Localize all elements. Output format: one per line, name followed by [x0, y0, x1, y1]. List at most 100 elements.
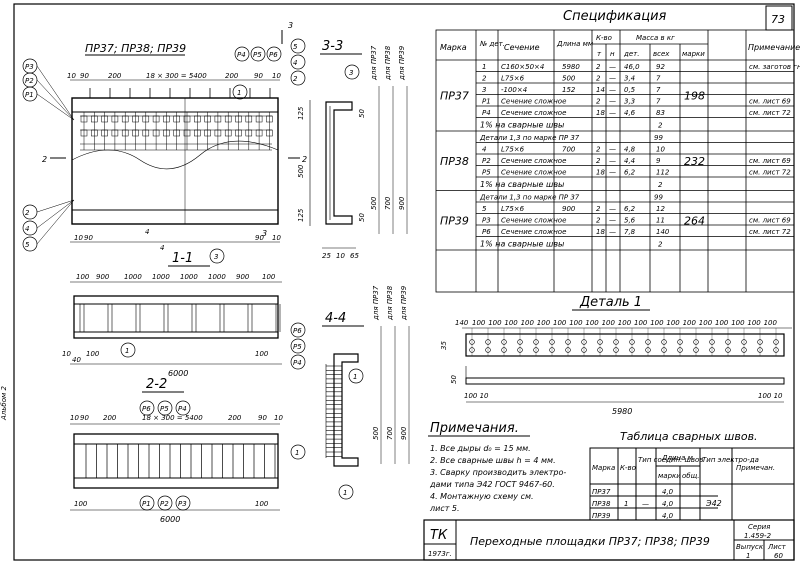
- dim-text: 100: [504, 319, 518, 327]
- spec-mass-mark: 232: [684, 155, 705, 168]
- cut-mark: 2: [302, 155, 307, 164]
- weld-table: Таблица сварных швов. Марка К-во Тип сое…: [589, 430, 795, 521]
- weld-mark: ПР39: [592, 512, 611, 520]
- section-title: 4-4: [325, 311, 346, 326]
- dim-text: 18 × 300 = 5400: [146, 72, 207, 80]
- variant-label: для ПР39: [398, 45, 406, 81]
- main-view: ПР37; ПР38; ПР39 10 90 200 18 × 300 = 54…: [22, 21, 307, 252]
- dim-text: 100: [715, 319, 729, 327]
- callout-circle: [250, 46, 266, 62]
- spec-cell: см. лист 69: [749, 98, 791, 106]
- dim-text: 65: [350, 252, 359, 260]
- variant-label: для ПР37: [370, 45, 378, 81]
- svg-text:35: 35: [440, 341, 448, 350]
- dim-text: 100: [76, 273, 90, 281]
- spec-cell: см. лист 72: [749, 169, 791, 177]
- spec-cell: 4: [482, 146, 486, 154]
- cut-mark: 4: [145, 228, 149, 236]
- dim-text: 100: [585, 319, 599, 327]
- spec-header: Масса в кг: [636, 34, 675, 42]
- spec-cell: 2: [596, 217, 601, 225]
- callout-circle: [290, 38, 306, 54]
- spec-cell: Сечение сложное: [501, 169, 566, 177]
- height-dim: 900: [400, 426, 408, 440]
- spec-cell: P5: [482, 169, 491, 177]
- dim-text: 100: [488, 319, 502, 327]
- weld-type: —: [642, 500, 649, 508]
- spec-cell: 14: [596, 86, 605, 94]
- spec-detail-ref: Детали 1,3 по марке ПР 37: [479, 194, 580, 202]
- part-callout: 1: [125, 347, 129, 355]
- drawing-title: Переходные площадки ПР37; ПР38; ПР39: [470, 535, 710, 548]
- spec-title: Спецификация: [563, 9, 667, 24]
- spec-cell: L75×6: [501, 205, 525, 213]
- detail-length: 5980: [612, 407, 632, 416]
- spec-cell: 152: [562, 86, 576, 94]
- spec-cell: P3: [482, 217, 491, 225]
- svg-text:90: 90: [84, 234, 93, 242]
- callout-label: P2: [25, 77, 34, 85]
- spec-cell: 92: [656, 63, 665, 71]
- dim-text: 1000: [124, 273, 142, 281]
- dim-text: 100: [731, 319, 745, 327]
- spec-cell: 1: [482, 63, 486, 71]
- series-label: Серия: [748, 523, 770, 531]
- weld-header: Тип соедин. швов: [638, 456, 703, 464]
- weld-length: 4,0: [662, 500, 674, 508]
- spec-cell: 11: [656, 217, 665, 225]
- spec-header: № дет.: [479, 40, 505, 48]
- spec-header: Длина мм: [556, 40, 594, 48]
- spec-cell: 5980: [562, 63, 580, 71]
- spec-cell: 112: [656, 169, 670, 177]
- callout-label: 5: [25, 241, 30, 249]
- dim-text: 10: [272, 72, 281, 80]
- dim-text: 100: [553, 319, 567, 327]
- spec-cell: см. лист 72: [749, 109, 791, 117]
- spec-cell: —: [609, 169, 616, 177]
- callout-circle: [266, 46, 282, 62]
- spec-weld: 1% на сварные швы: [480, 121, 564, 130]
- spec-cell: Сечение сложное: [501, 228, 566, 236]
- callout-label: P5: [160, 405, 169, 413]
- spec-cell: 2: [658, 241, 663, 249]
- spec-cell: Сечение сложное: [501, 109, 566, 117]
- spec-header: дет.: [623, 50, 639, 58]
- weld-header: Длина м: [661, 454, 694, 462]
- spec-cell: 4,6: [624, 109, 636, 117]
- spec-cell: 4,4: [624, 157, 635, 165]
- dim-text: 1000: [152, 273, 170, 281]
- weld-header: К-во: [620, 464, 636, 472]
- spec-cell: 2: [596, 205, 601, 213]
- spec-cell: 2: [482, 75, 487, 83]
- note-line: 2. Все сварные швы h = 4 мм.: [430, 456, 556, 465]
- dim-text: 90: [80, 72, 89, 80]
- dim-text: 100: [569, 319, 583, 327]
- spec-cell: 4,8: [624, 146, 636, 154]
- spec-cell: —: [609, 205, 616, 213]
- spec-cell: —: [609, 63, 616, 71]
- dim-text: 200: [225, 72, 239, 80]
- dim-text: 100: [747, 319, 761, 327]
- variant-label: для ПР37: [372, 285, 380, 321]
- weld-mark: ПР37: [592, 488, 611, 496]
- spec-header: Примечание: [748, 43, 800, 52]
- spec-cell: -100×4: [501, 86, 527, 94]
- callout-label: P2: [160, 500, 169, 508]
- title-block: ТК 1973г. Переходные площадки ПР37; ПР38…: [423, 519, 795, 561]
- note-line: 1. Все дыры d₀ = 15 мм.: [430, 444, 531, 453]
- height-dim: 700: [386, 426, 394, 440]
- cut-mark: 3: [288, 21, 293, 30]
- spec-detail-ref: Детали 1,3 по марке ПР 37: [479, 134, 580, 142]
- callout-label: P6: [142, 405, 151, 413]
- spec-cell: 83: [656, 109, 665, 117]
- sheet-number: 73: [771, 13, 785, 26]
- dim-text: 500: [297, 164, 305, 178]
- weld-title: Таблица сварных швов.: [620, 430, 758, 443]
- spec-cell: 500: [562, 75, 576, 83]
- dim-text: 10: [67, 72, 76, 80]
- detail-title: Деталь 1: [579, 295, 642, 310]
